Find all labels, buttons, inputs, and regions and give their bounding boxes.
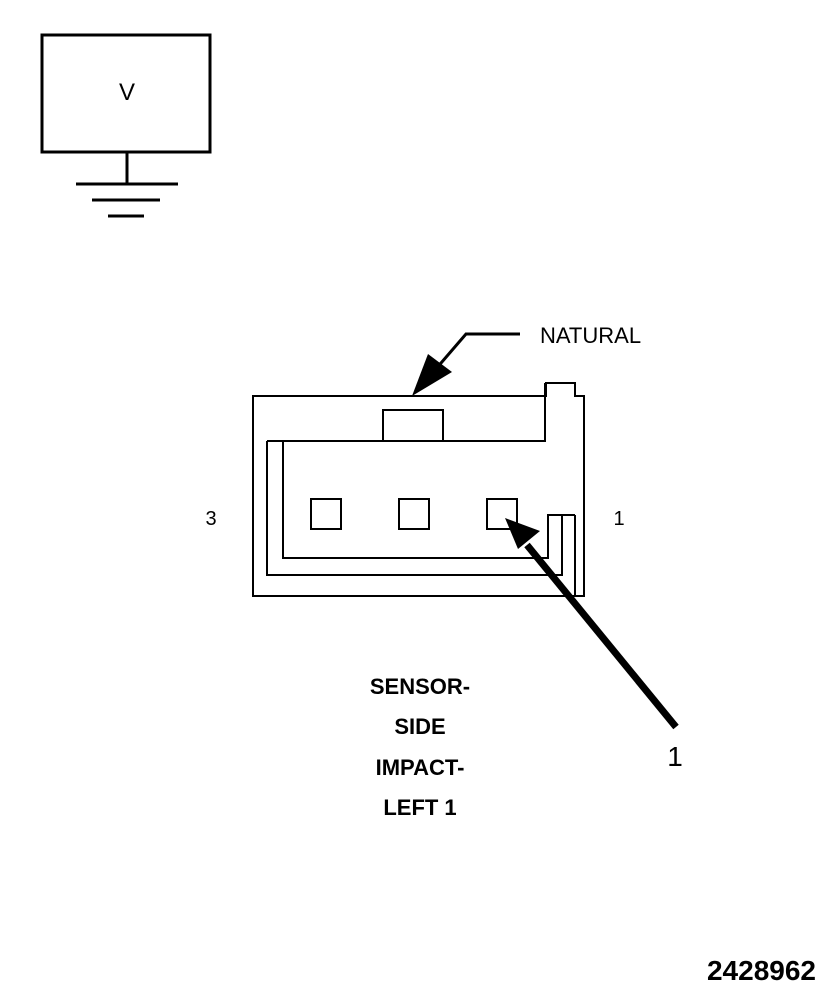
terminal-cavity-3 [310,498,342,530]
color-leader [412,332,520,396]
connector [252,382,585,597]
caption-line: SENSOR- [370,674,470,699]
caption-line: IMPACT- [376,755,465,780]
connector-inner-wall [267,383,546,442]
locking-tab [382,409,444,442]
caption-line: LEFT 1 [383,795,456,820]
pin-label-right: 1 [613,508,624,530]
terminal-cavity-1 [486,498,518,530]
probe-callout: 1 [667,741,683,772]
leader-arrowhead [412,354,452,396]
caption-line: SIDE [394,714,445,739]
voltmeter-symbol: V [40,33,212,218]
probe-arrowhead [505,518,540,549]
connector-inner-frame-outer [266,441,575,576]
ground-icon [76,182,178,218]
connector-inner-frame-inner [282,441,562,559]
connector-caption: SENSOR- SIDE IMPACT- LEFT 1 [370,674,470,820]
pin-label-left: 3 [205,508,216,530]
connector-color-label: NATURAL [540,323,641,348]
voltmeter-label: V [119,79,135,106]
terminal-cavity-2 [398,498,430,530]
probe-arrow [505,518,679,730]
figure-number: 2428962 [707,955,816,986]
